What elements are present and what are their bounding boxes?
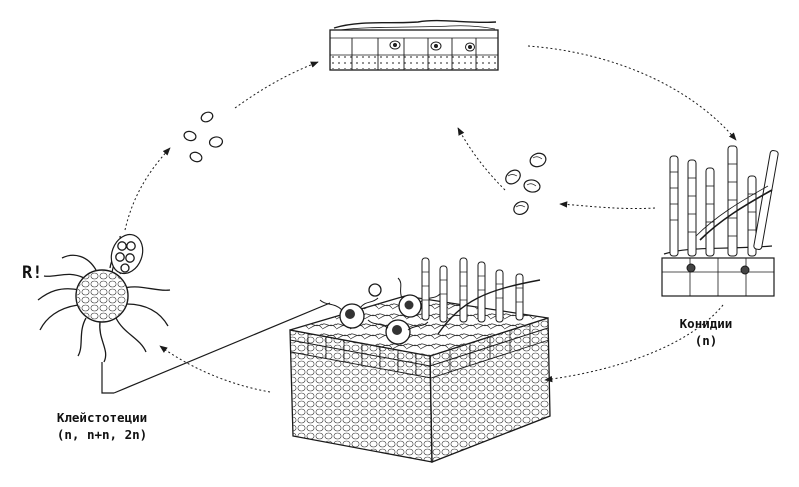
conidia-illustration — [505, 152, 547, 216]
arrow-tissue-to-cleistothecium — [159, 345, 271, 393]
leaf-epidermis-illustration — [329, 19, 499, 71]
conidia-label-line1: Конидии — [679, 316, 733, 331]
arrow-ascospores-to-leaf — [234, 61, 319, 109]
cycle-arrows — [124, 45, 737, 393]
arrow-conidia-to-tissue — [544, 304, 724, 383]
cleistothecia-label-line1: Клейстотеции — [56, 410, 148, 425]
arrow-leaf-to-conidiophores — [527, 45, 737, 141]
cleistothecia-callout-lines — [101, 302, 331, 394]
infected-tissue-block-illustration — [289, 257, 551, 463]
r-mark-label: R! — [22, 263, 43, 283]
conidia-label: Конидии (n) — [648, 316, 764, 350]
cleistothecia-label-line2: (n, n+n, 2n) — [56, 426, 148, 442]
arrow-conidiophores-to-conidia — [559, 201, 656, 210]
conidia-label-line2: (n) — [694, 332, 718, 348]
arrow-conidia-reinfection — [457, 127, 506, 191]
arrow-cleistothecium-to-ascospores — [124, 147, 171, 231]
conidiophores-illustration — [661, 145, 779, 297]
cleistothecium-illustration — [37, 233, 171, 363]
ascospores-illustration — [183, 111, 224, 163]
cleistothecia-label: Клейстотеции (n, n+n, 2n) — [14, 410, 190, 444]
